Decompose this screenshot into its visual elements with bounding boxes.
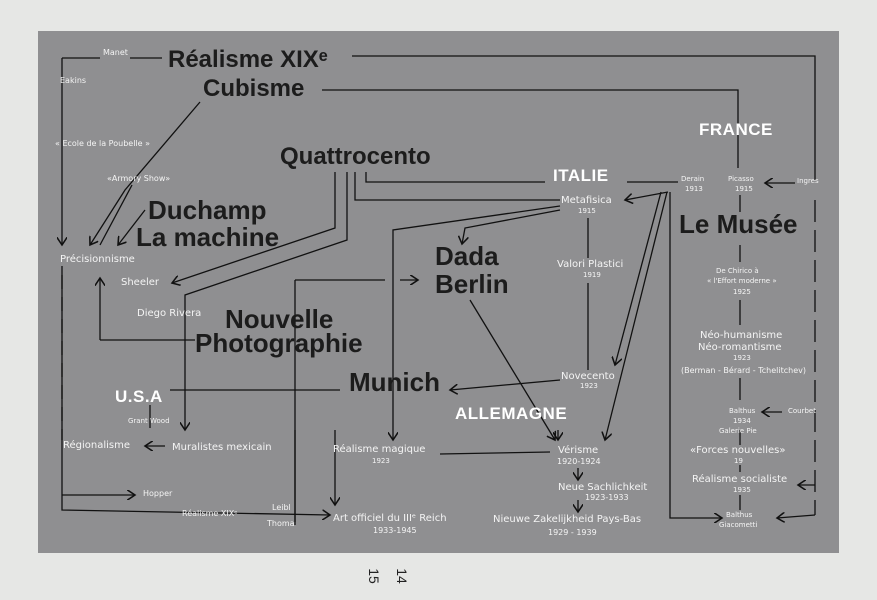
node-france: FRANCE: [699, 120, 773, 139]
node-berman: (Berman - Bérard - Tchelitchev): [681, 366, 806, 375]
node-berlin: Berlin: [435, 269, 509, 299]
node-duchamp: Duchamp: [148, 195, 267, 225]
node-courbet: Courbet: [788, 407, 816, 415]
node-realisme-socialiste-year: 1935: [733, 486, 751, 494]
node-galerie-pie: Galerie Pie: [719, 427, 757, 435]
node-eakins: Eakins: [60, 76, 87, 85]
node-muralistes: Muralistes mexicain: [172, 442, 272, 453]
node-picasso-year: 1915: [735, 185, 753, 193]
node-neo-humanisme: Néo-humanisme: [700, 330, 783, 341]
node-italie: ITALIE: [553, 166, 609, 185]
node-picasso: Picasso: [728, 175, 754, 183]
node-cubisme: Cubisme: [203, 75, 305, 102]
diagram-board: [38, 31, 839, 553]
node-diego-rivera: Diego Rivera: [137, 308, 202, 319]
node-quattrocento: Quattrocento: [280, 143, 431, 170]
node-munich: Munich: [349, 367, 440, 397]
node-valori-plastici: Valori Plastici: [557, 259, 624, 270]
node-art-officiel: Art officiel du IIIᵉ Reich: [333, 513, 447, 524]
node-neue-sachlichkeit-years: 1923-1933: [585, 493, 629, 502]
node-thoma: Thoma: [267, 519, 295, 528]
node-regionalisme: Régionalisme: [63, 440, 131, 451]
node-realisme-xix-top: Réalisme XIXᵉ: [168, 46, 328, 73]
node-forces-nouvelles: «Forces nouvelles»: [690, 445, 786, 456]
node-giacometti: Giacometti: [719, 521, 758, 529]
node-derain-year: 1913: [685, 185, 703, 193]
node-realisme-xix-bottom: Réalisme XIXᵉ: [182, 509, 238, 518]
node-dada: Dada: [435, 241, 499, 271]
node-armory-show: «Armory Show»: [107, 174, 171, 183]
node-balthus-bottom: Balthus: [726, 511, 753, 519]
node-novecento-year: 1923: [580, 382, 598, 390]
node-metafisica-year: 1915: [578, 207, 596, 215]
node-ecole-poubelle: « Ecole de la Poubelle »: [55, 139, 150, 148]
node-novecento: Novecento: [561, 371, 615, 382]
node-precisionnisme: Précisionnisme: [60, 254, 135, 265]
node-neo-year: 1923: [733, 354, 751, 362]
node-balthus-mid-year: 1934: [733, 417, 751, 425]
node-allemagne: ALLEMAGNE: [455, 404, 568, 423]
node-sheeler: Sheeler: [121, 277, 160, 288]
node-leibl: Leibl: [272, 503, 291, 512]
node-forces-year: 19: [734, 457, 743, 465]
node-valori-plastici-year: 1919: [583, 271, 601, 279]
node-le-musee: Le Musée: [679, 209, 798, 239]
node-usa: U.S.A: [115, 387, 163, 406]
node-realisme-magique: Réalisme magique: [333, 444, 426, 455]
page-number-right: 15: [365, 568, 382, 584]
node-balthus-mid: Balthus: [729, 407, 756, 415]
node-nieuwe: Nieuwe Zakelijkheid Pays-Bas: [493, 514, 642, 525]
node-neo-romantisme: Néo-romantisme: [698, 342, 782, 353]
node-ingres: Ingres: [797, 177, 819, 185]
node-effort-moderne: « l'Effort moderne »: [707, 277, 777, 285]
node-nouvelle: Nouvelle: [225, 304, 334, 334]
node-photographie: Photographie: [195, 328, 363, 358]
node-realisme-socialiste: Réalisme socialiste: [692, 474, 788, 485]
node-realisme-magique-year: 1923: [372, 457, 390, 465]
node-de-chirico-year: 1925: [733, 288, 751, 296]
node-metafisica: Metafisica: [561, 195, 612, 206]
node-manet: Manet: [103, 48, 128, 57]
node-neue-sachlichkeit: Neue Sachlichkeit: [558, 482, 648, 493]
node-verisme-years: 1920-1924: [557, 457, 601, 466]
node-art-officiel-years: 1933-1945: [373, 526, 417, 535]
node-de-chirico: De Chirico à: [716, 267, 759, 275]
node-nieuwe-years: 1929 - 1939: [548, 528, 597, 537]
node-derain: Derain: [681, 175, 705, 183]
node-hopper: Hopper: [143, 489, 173, 498]
page-number-left: 14: [393, 568, 410, 584]
node-grant-wood: Grant Wood: [128, 417, 170, 425]
node-verisme: Vérisme: [558, 445, 599, 456]
node-la-machine: La machine: [136, 222, 280, 252]
